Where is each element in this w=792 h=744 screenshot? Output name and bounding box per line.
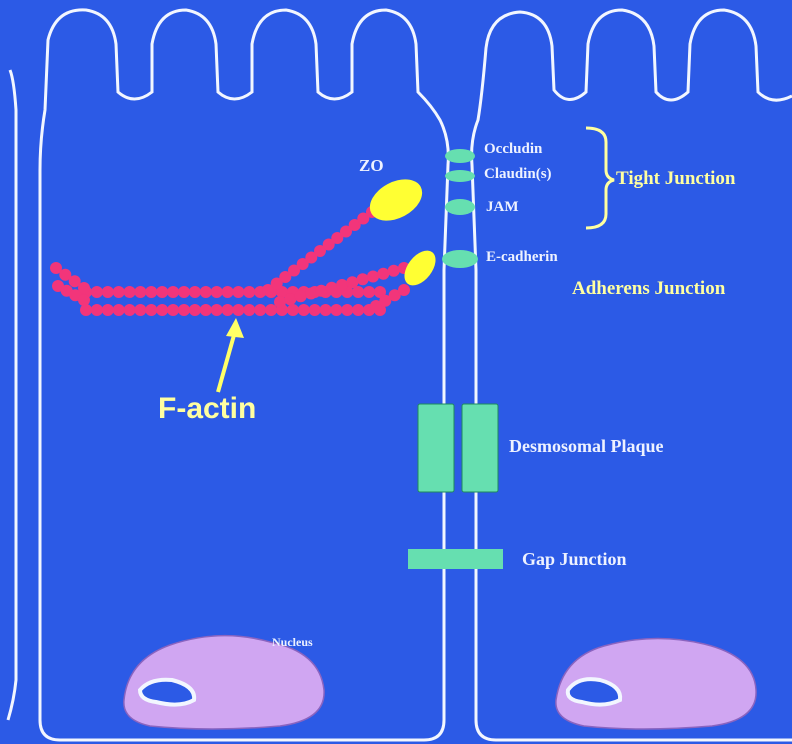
f-actin-bead: [134, 286, 146, 298]
f-actin-label: F-actin: [158, 392, 256, 426]
f-actin-bead: [284, 293, 296, 305]
f-actin-bead: [346, 276, 358, 288]
gap-junction-label: Gap Junction: [522, 549, 627, 570]
f-actin-bead: [243, 304, 255, 316]
f-actin-bead: [211, 304, 223, 316]
f-actin-bead: [222, 304, 234, 316]
f-actin-bead: [309, 304, 321, 316]
desmosomal-plaque-label: Desmosomal Plaque: [509, 436, 664, 457]
f-actin-bead: [200, 304, 212, 316]
f-actin-bead: [91, 286, 103, 298]
f-actin-bead: [388, 265, 400, 277]
f-actin-bead: [145, 304, 157, 316]
f-actin-bead: [287, 304, 299, 316]
zo-label: ZO: [359, 156, 384, 176]
nucleolus-left: [140, 680, 194, 705]
f-actin-bead: [124, 304, 136, 316]
f-actin-bead: [156, 304, 168, 316]
f-actin-bead: [91, 304, 103, 316]
f-actin-bead: [320, 304, 332, 316]
f-actin-bead: [124, 286, 136, 298]
f-actin-bead: [377, 268, 389, 280]
f-actin-bead: [189, 286, 201, 298]
f-actin-bead: [295, 290, 307, 302]
f-actin-bead: [363, 286, 375, 298]
desmosomal-plaque-left: [418, 404, 454, 492]
f-actin-bead: [178, 304, 190, 316]
f-actin-bead: [167, 286, 179, 298]
jam-label: JAM: [486, 199, 519, 216]
f-actin-bead: [200, 286, 212, 298]
f-actin-bead: [232, 286, 244, 298]
f-actin-bead: [102, 286, 114, 298]
f-actin-bead: [305, 288, 317, 300]
f-actin-bead: [134, 304, 146, 316]
f-actin-bead: [357, 273, 369, 285]
desmosomal-plaque-right: [462, 404, 498, 492]
f-actin-bead: [113, 304, 125, 316]
gap-junction-channel: [408, 549, 503, 569]
f-actin-bead: [211, 286, 223, 298]
f-actin-bead: [222, 286, 234, 298]
adherens-junction-label: Adherens Junction: [572, 278, 725, 300]
e-cadherin-protein: [442, 250, 478, 268]
f-actin-bead: [189, 304, 201, 316]
f-actin-bead: [156, 286, 168, 298]
f-actin-bead: [113, 286, 125, 298]
claudin-protein: [445, 170, 475, 182]
f-actin-bead: [330, 304, 342, 316]
jam-protein: [445, 199, 475, 215]
e-cadherin-label: E-cadherin: [486, 249, 558, 266]
f-actin-bead: [178, 286, 190, 298]
nucleus-label: Nucleus: [272, 635, 313, 650]
f-actin-bead: [315, 285, 327, 297]
tight-junction-label: Tight Junction: [616, 168, 736, 190]
occludin-protein: [445, 149, 475, 163]
f-actin-bead: [265, 304, 277, 316]
f-actin-bead: [78, 294, 90, 306]
claudin-label: Claudin(s): [484, 166, 552, 183]
f-actin-bead: [243, 286, 255, 298]
f-actin-bead: [298, 304, 310, 316]
f-actin-bead: [232, 304, 244, 316]
f-actin-bead: [274, 296, 286, 308]
f-actin-bead: [326, 282, 338, 294]
f-actin-bead: [341, 304, 353, 316]
f-actin-bead: [398, 284, 410, 296]
f-actin-bead: [167, 304, 179, 316]
f-actin-bead: [145, 286, 157, 298]
nucleolus-right: [568, 679, 620, 704]
f-actin-bead: [102, 304, 114, 316]
f-actin-bead: [254, 304, 266, 316]
f-actin-bead: [352, 304, 364, 316]
f-actin-bead: [336, 279, 348, 291]
f-actin-bead: [367, 271, 379, 283]
occludin-label: Occludin: [484, 141, 542, 158]
f-actin-bead: [80, 304, 92, 316]
